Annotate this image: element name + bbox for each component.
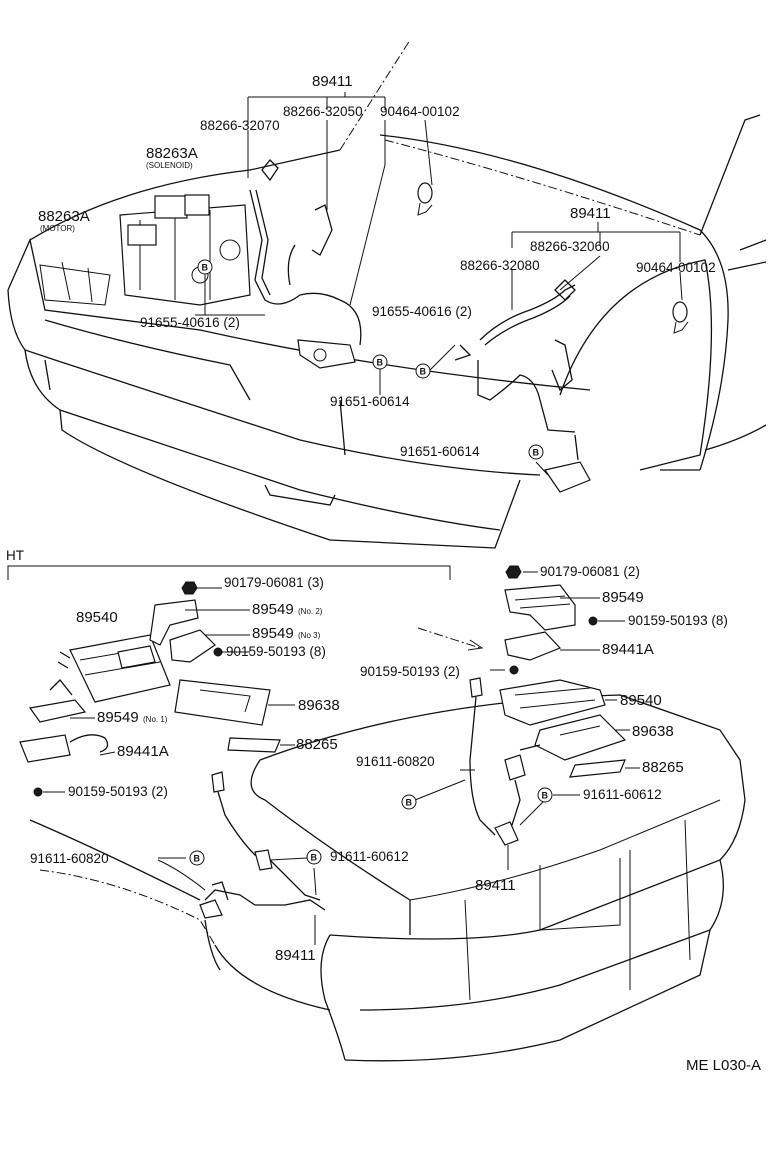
rear-right-bolt-label-c: 91611-60820: [356, 754, 435, 769]
front-right-sensor-label: 89411: [570, 205, 611, 222]
front-actuator-assembly: [119, 194, 251, 306]
rear-right-bolt-label-a: 90159-50193 (8): [628, 613, 728, 628]
front-right-bolt-label-a: 91655-40616 (2): [372, 304, 472, 319]
front-sensor-assembly-label: 89411: [312, 73, 353, 90]
front-bolt-label-b: 91651-60614: [330, 394, 410, 409]
rear-left-assembly: [19, 581, 281, 797]
rear-left-bolt-label-d: 91611-60612: [330, 849, 409, 864]
motor-relay-label: 88263A: [38, 208, 90, 225]
rear-left-bolt-label-b: 90159-50193 (2): [68, 784, 168, 799]
front-left-sensor-harness: [249, 159, 433, 369]
motor-relay-sublabel: (MOTOR): [40, 224, 75, 233]
rear-right-bolt-label-d: 91611-60612: [583, 787, 662, 802]
rear-left-bracket-no2-label: 89549: [252, 601, 294, 618]
circle-b-text: B: [202, 263, 209, 273]
front-right-bolt-label-b: 91651-60614: [400, 444, 480, 459]
solenoid-relay-label: 88263A: [146, 145, 198, 162]
circle-b-text: B: [311, 853, 318, 863]
rear-left-relay-label: 89441A: [117, 743, 169, 760]
rear-left-bracket-no1-label: 89549: [97, 709, 139, 726]
rear-right-sensor-label: 89411: [475, 877, 516, 894]
rear-right-bracket-label: 89549: [602, 589, 644, 606]
circle-b-text: B: [377, 358, 384, 368]
circle-b-text: B: [533, 448, 540, 458]
rear-right-cover-label: 89638: [632, 723, 674, 740]
circle-b-icon: B: [189, 850, 205, 866]
rear-left-bracket-no1-sublabel: (No. 1): [143, 715, 168, 724]
circle-b-text: B: [420, 367, 427, 377]
circle-b-icon: B: [401, 794, 417, 810]
front-right-sensor-harness: [454, 279, 689, 493]
rear-left-bracket-no3-label: 89549: [252, 625, 294, 642]
ht-section-bracket: [7, 565, 451, 580]
rear-leader-lines: [43, 571, 640, 945]
front-car-body: [7, 39, 767, 549]
rear-left-cover-label: 89638: [298, 697, 340, 714]
rear-right-computer-label: 89540: [620, 692, 662, 709]
front-leader-lines: [195, 92, 683, 476]
circle-b-icon: B: [306, 849, 322, 865]
front-harness-label-b: 88266-32070: [200, 118, 280, 133]
rear-left-computer-label: 89540: [76, 609, 118, 626]
rear-left-sensor-harness: [199, 771, 326, 919]
circle-b-icon: B: [197, 259, 213, 275]
rear-right-assembly: [499, 565, 627, 778]
rear-left-bolt-label-a: 90159-50193 (8): [226, 644, 326, 659]
rear-right-nut-label: 90179-06081 (2): [540, 564, 640, 579]
circle-b-icon: B: [372, 354, 388, 370]
front-clamp-label-a: 90464-00102: [380, 104, 460, 119]
circle-b-icon: B: [528, 444, 544, 460]
rear-right-bolt-label-b: 90159-50193 (2): [360, 664, 460, 679]
rear-left-bracket-no2-sublabel: (No. 2): [298, 607, 323, 616]
solenoid-relay-sublabel: (SOLENOID): [146, 161, 193, 170]
front-harness-label-a: 88266-32050: [283, 104, 363, 119]
rear-right-relay-label: 89441A: [602, 641, 654, 658]
rear-left-nut-label: 90179-06081 (3): [224, 575, 324, 590]
front-right-harness-label-b: 88266-32080: [460, 258, 540, 273]
rear-left-sensor-label: 89411: [275, 947, 316, 964]
ht-section-label: HT: [6, 548, 24, 563]
diagram-code: ME L030-A: [686, 1057, 761, 1074]
rear-left-plate-label: 88265: [296, 736, 338, 753]
front-right-harness-label-a: 88266-32060: [530, 239, 610, 254]
rear-left-bolt-label-c: 91611-60820: [30, 851, 109, 866]
circle-b-icon: B: [415, 363, 431, 379]
rear-right-sensor-harness: [469, 677, 541, 846]
rear-left-bracket-no3-sublabel: (No 3): [298, 631, 321, 640]
circle-b-icon: B: [537, 787, 553, 803]
front-bolt-label-a: 91655-40616 (2): [140, 315, 240, 330]
circle-b-text: B: [194, 854, 201, 864]
rear-car-body: [29, 694, 746, 1062]
circle-b-text: B: [406, 798, 413, 808]
circle-b-text: B: [542, 791, 549, 801]
rear-right-plate-label: 88265: [642, 759, 684, 776]
front-right-clamp-label: 90464-00102: [636, 260, 716, 275]
